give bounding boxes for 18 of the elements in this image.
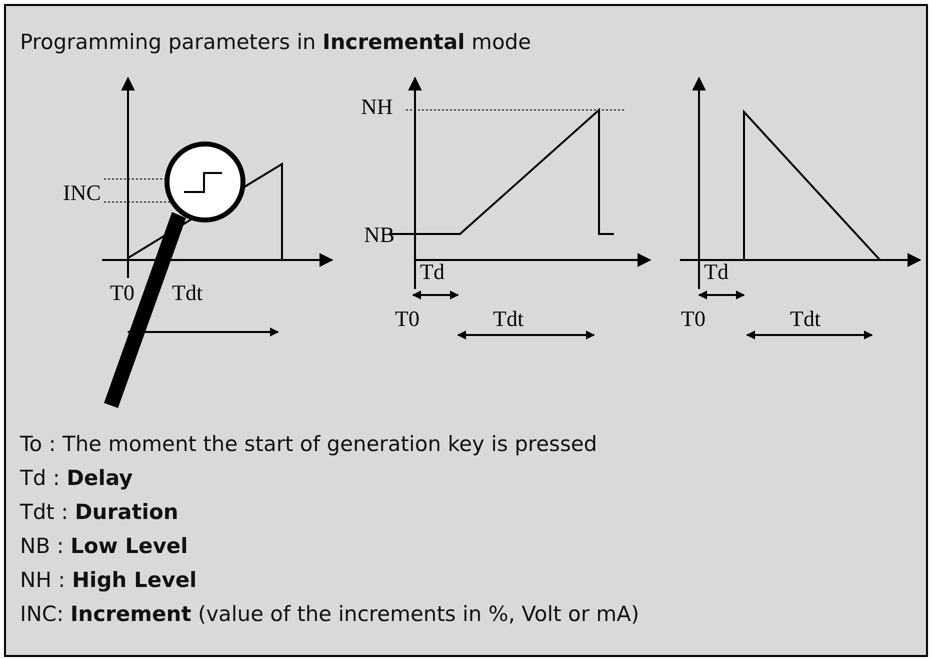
definition-text: INC: Increment (value of the increments in %, Volt or mA) xyxy=(20,604,640,625)
time-label: Td xyxy=(420,261,444,283)
time-label: Tdt xyxy=(790,308,821,330)
level-label: NH xyxy=(361,96,393,118)
definition-text: NH : High Level xyxy=(20,570,197,591)
time-label: Td xyxy=(704,261,728,283)
level-label: NB xyxy=(364,224,395,246)
time-label: Tdt xyxy=(172,282,203,304)
time-label: T0 xyxy=(681,308,706,330)
time-label: T0 xyxy=(110,282,134,304)
level-label: INC xyxy=(63,182,101,204)
definition-text: NB : Low Level xyxy=(20,536,188,557)
diagram-title: Programming parameters in Incremental mode xyxy=(20,32,532,53)
definition-text: Tdt : Duration xyxy=(20,502,178,523)
definition-text: To : The moment the start of generation key is pressed xyxy=(20,434,598,455)
definition-text: Td : Delay xyxy=(20,468,133,489)
time-label: T0 xyxy=(395,308,420,330)
time-label: Tdt xyxy=(493,308,524,330)
